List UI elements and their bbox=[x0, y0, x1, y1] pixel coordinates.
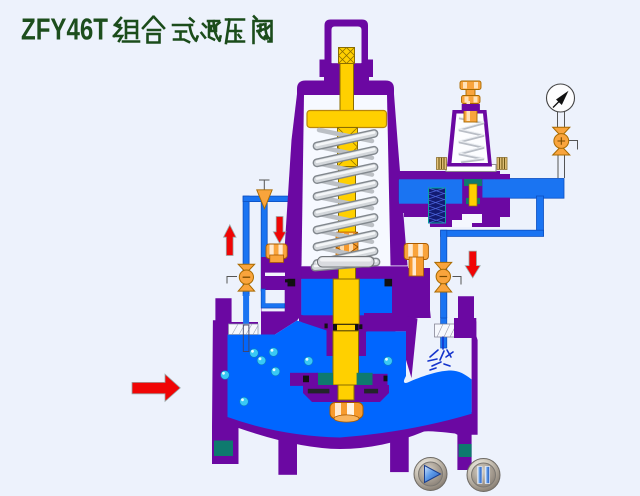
svg-text:ZFY46T: ZFY46T bbox=[21, 13, 108, 47]
